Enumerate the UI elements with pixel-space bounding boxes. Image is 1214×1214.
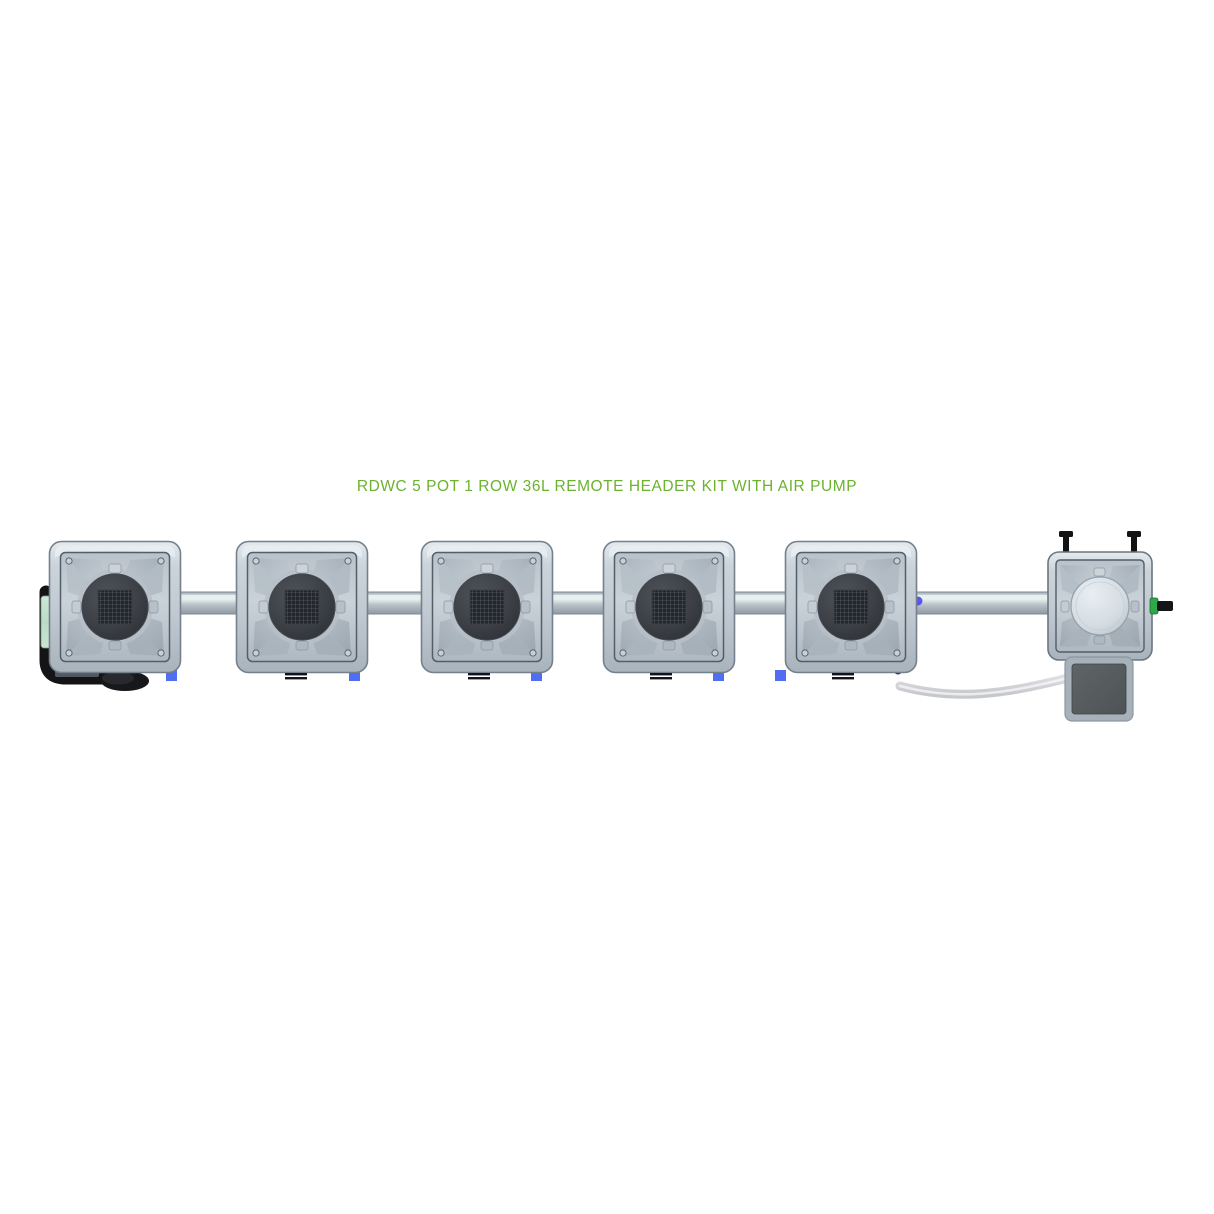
base-fitting <box>468 673 490 680</box>
pot-3[interactable] <box>420 540 554 674</box>
air-connector <box>775 670 786 681</box>
pot-4[interactable] <box>602 540 736 674</box>
pot-base-fittings <box>285 673 854 680</box>
reservoir-top-stubs <box>1059 531 1141 555</box>
air-connector <box>166 670 177 681</box>
base-fitting <box>650 673 672 680</box>
pot-5[interactable] <box>784 540 918 674</box>
pot-1[interactable] <box>48 540 182 674</box>
air-connector <box>349 670 360 681</box>
air-connector <box>531 670 542 681</box>
base-fitting <box>832 673 854 680</box>
pot-row <box>48 540 918 674</box>
reservoir-outlet-valve[interactable] <box>1149 597 1173 615</box>
air-connector <box>713 670 724 681</box>
reservoir-lid[interactable] <box>1070 576 1130 636</box>
air-pump[interactable] <box>1064 656 1134 722</box>
base-fitting <box>285 673 307 680</box>
page-title: RDWC 5 POT 1 ROW 36L REMOTE HEADER KIT W… <box>356 478 858 495</box>
remote-header-reservoir[interactable] <box>1047 531 1153 661</box>
pot-2[interactable] <box>235 540 369 674</box>
